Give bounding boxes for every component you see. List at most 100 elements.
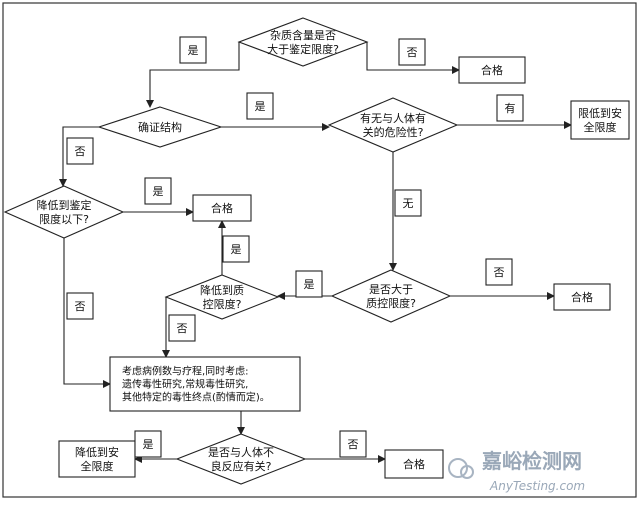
edge-label-d5-yes: 是 [222,235,250,263]
node-d6-line-0: 是否大于 [369,282,413,296]
node-consider: 考虑病例数与疗程,同时考虑:遗传毒性研究,常规毒性研究,其他特定的毒性终点(酌情… [109,356,301,412]
edge-label-box [134,430,162,458]
edge-label-text: 无 [403,197,414,210]
node-consider-shape [109,356,301,412]
node-d6-shape [330,269,452,323]
edge-labels-layer: 是否是否有无是否是否是否是否 [66,36,524,458]
node-d4-line-0: 降低到鉴定 [37,198,92,212]
edge-label-d3-none: 无 [394,189,422,217]
edge-label-d2-no: 否 [66,137,94,165]
edge-label-box [295,270,323,298]
node-consider-line-1: 遗传毒性研究,常规毒性研究, [122,378,248,391]
edge-label-box [496,94,524,122]
node-ok2: 合格 [192,194,252,222]
nodes-layer: 杂质含量是否大于鉴定限度?合格确证结构有无与人体有关的危险性?限低到安全限度降低… [3,17,630,485]
node-d1-line-1: 大于鉴定限度? [267,42,339,56]
watermark-logo-icon [448,458,474,479]
node-d1-line-0: 杂质含量是否 [270,28,336,42]
edge-label-d6-no: 否 [485,258,513,286]
node-ok3-shape [553,283,611,311]
node-d5-shape [164,274,280,320]
outer-border [2,2,637,498]
node-ok2-line-0: 合格 [211,201,233,215]
edge-label-d1-no: 否 [398,38,426,66]
edge-label-d3-has: 有 [496,94,524,122]
node-d3-line-0: 有无与人体有 [360,111,426,125]
node-d6-line-1: 质控限度? [366,296,416,310]
node-d2-line-0: 确证结构 [138,120,182,134]
node-d1-shape [237,17,369,67]
node-d4-shape [3,185,125,239]
edge-label-text: 是 [304,278,315,291]
node-ok4-shape [384,449,444,479]
edge-label-d6-yes: 是 [295,270,323,298]
edge-label-box [66,292,94,320]
edge-d1-no [366,42,460,74]
node-d7-shape [175,433,307,485]
edge-label-d1-yes: 是 [179,36,207,64]
edge-label-text: 是 [231,243,242,256]
node-ok2-shape [192,194,252,222]
watermark: 嘉峪检测网 AnyTesting.com [448,449,585,493]
node-safe1-line-0: 限低到安 [578,106,622,120]
node-d7-line-0: 是否与人体不 [208,445,274,459]
edge-d1-yes [146,42,240,108]
edge-label-d4-no: 否 [66,292,94,320]
node-consider-line-0: 考虑病例数与疗程,同时考虑: [122,365,249,378]
edge-label-text: 否 [348,438,359,451]
edge-label-box [179,36,207,64]
node-d2-shape [97,106,223,148]
edge-label-text: 否 [75,300,86,313]
edge-label-text: 否 [75,145,86,158]
edge-label-text: 是 [188,44,199,57]
node-safe2-shape [58,440,136,478]
node-d3-line-1: 关的危险性? [363,125,424,139]
node-d5-line-1: 控限度? [203,297,242,311]
node-safe1-line-1: 全限度 [584,120,617,134]
edge-label-d7-yes: 是 [134,430,162,458]
edge-label-box [222,235,250,263]
node-ok3: 合格 [553,283,611,311]
node-safe1-shape [570,100,630,140]
edge-label-box [398,38,426,66]
edge-label-box [168,314,196,342]
node-d4-line-1: 限度以下? [39,212,89,226]
node-consider-line-2: 其他特定的毒性终点(酌情而定)。 [122,391,270,404]
edge-label-text: 是 [153,185,164,198]
node-ok3-line-0: 合格 [571,290,593,304]
edge-d4-no [63,238,111,388]
watermark-url: AnyTesting.com [489,479,585,493]
edge-label-d4-yes: 是 [144,177,172,205]
node-ok4-line-0: 合格 [403,457,425,471]
node-d7-line-1: 良反应有关? [211,459,272,473]
edge-label-text: 有 [505,101,516,115]
node-safe2-line-1: 全限度 [81,459,114,473]
edge-label-d5-no: 否 [168,314,196,342]
node-d2: 确证结构 [97,106,223,148]
edges-layer [59,42,572,463]
edge-label-box [394,189,422,217]
node-ok1-shape [458,56,526,84]
node-ok1-line-0: 合格 [481,63,503,77]
node-safe2-line-0: 降低到安 [75,445,119,459]
edge-label-box [144,177,172,205]
node-ok4: 合格 [384,449,444,479]
edge-label-box [485,258,513,286]
edge-d2-no [59,126,99,187]
edge-label-text: 否 [494,266,505,279]
node-d5-line-0: 降低到质 [200,283,244,297]
node-d3-shape [327,97,459,153]
edge-label-text: 否 [177,322,188,335]
edge-label-text: 否 [407,46,418,59]
edge-label-box [339,430,367,458]
edge-label-text: 是 [255,100,266,113]
